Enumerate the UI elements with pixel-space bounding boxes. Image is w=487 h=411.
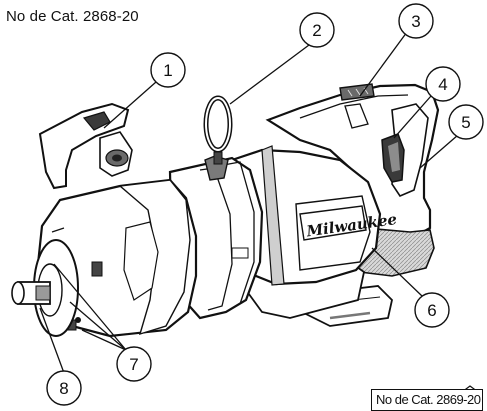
svg-text:1: 1 <box>163 61 172 80</box>
svg-text:4: 4 <box>438 75 447 94</box>
callout-4: 4 <box>425 66 461 102</box>
lifting-ring <box>203 95 233 181</box>
svg-text:3: 3 <box>411 12 420 31</box>
callout-6: 6 <box>414 292 450 328</box>
svg-text:2: 2 <box>312 21 321 40</box>
callout-2: 2 <box>299 12 335 48</box>
callout-1: 1 <box>150 52 186 88</box>
callout-7: 7 <box>116 346 152 382</box>
catalog-number-title: No de Cat. 2868-20 <box>6 8 139 25</box>
secondary-catalog-label: No de Cat. 2869-20 <box>371 389 483 411</box>
callout-3: 3 <box>398 3 434 39</box>
square-drive-anvil <box>11 281 51 305</box>
leader-lines <box>39 31 459 374</box>
svg-text:8: 8 <box>59 379 68 398</box>
svg-text:7: 7 <box>129 355 138 374</box>
callout-8: 8 <box>46 370 82 406</box>
callout-5: 5 <box>448 104 484 140</box>
side-handle <box>38 102 133 190</box>
svg-text:5: 5 <box>461 113 470 132</box>
svg-text:6: 6 <box>427 301 436 320</box>
